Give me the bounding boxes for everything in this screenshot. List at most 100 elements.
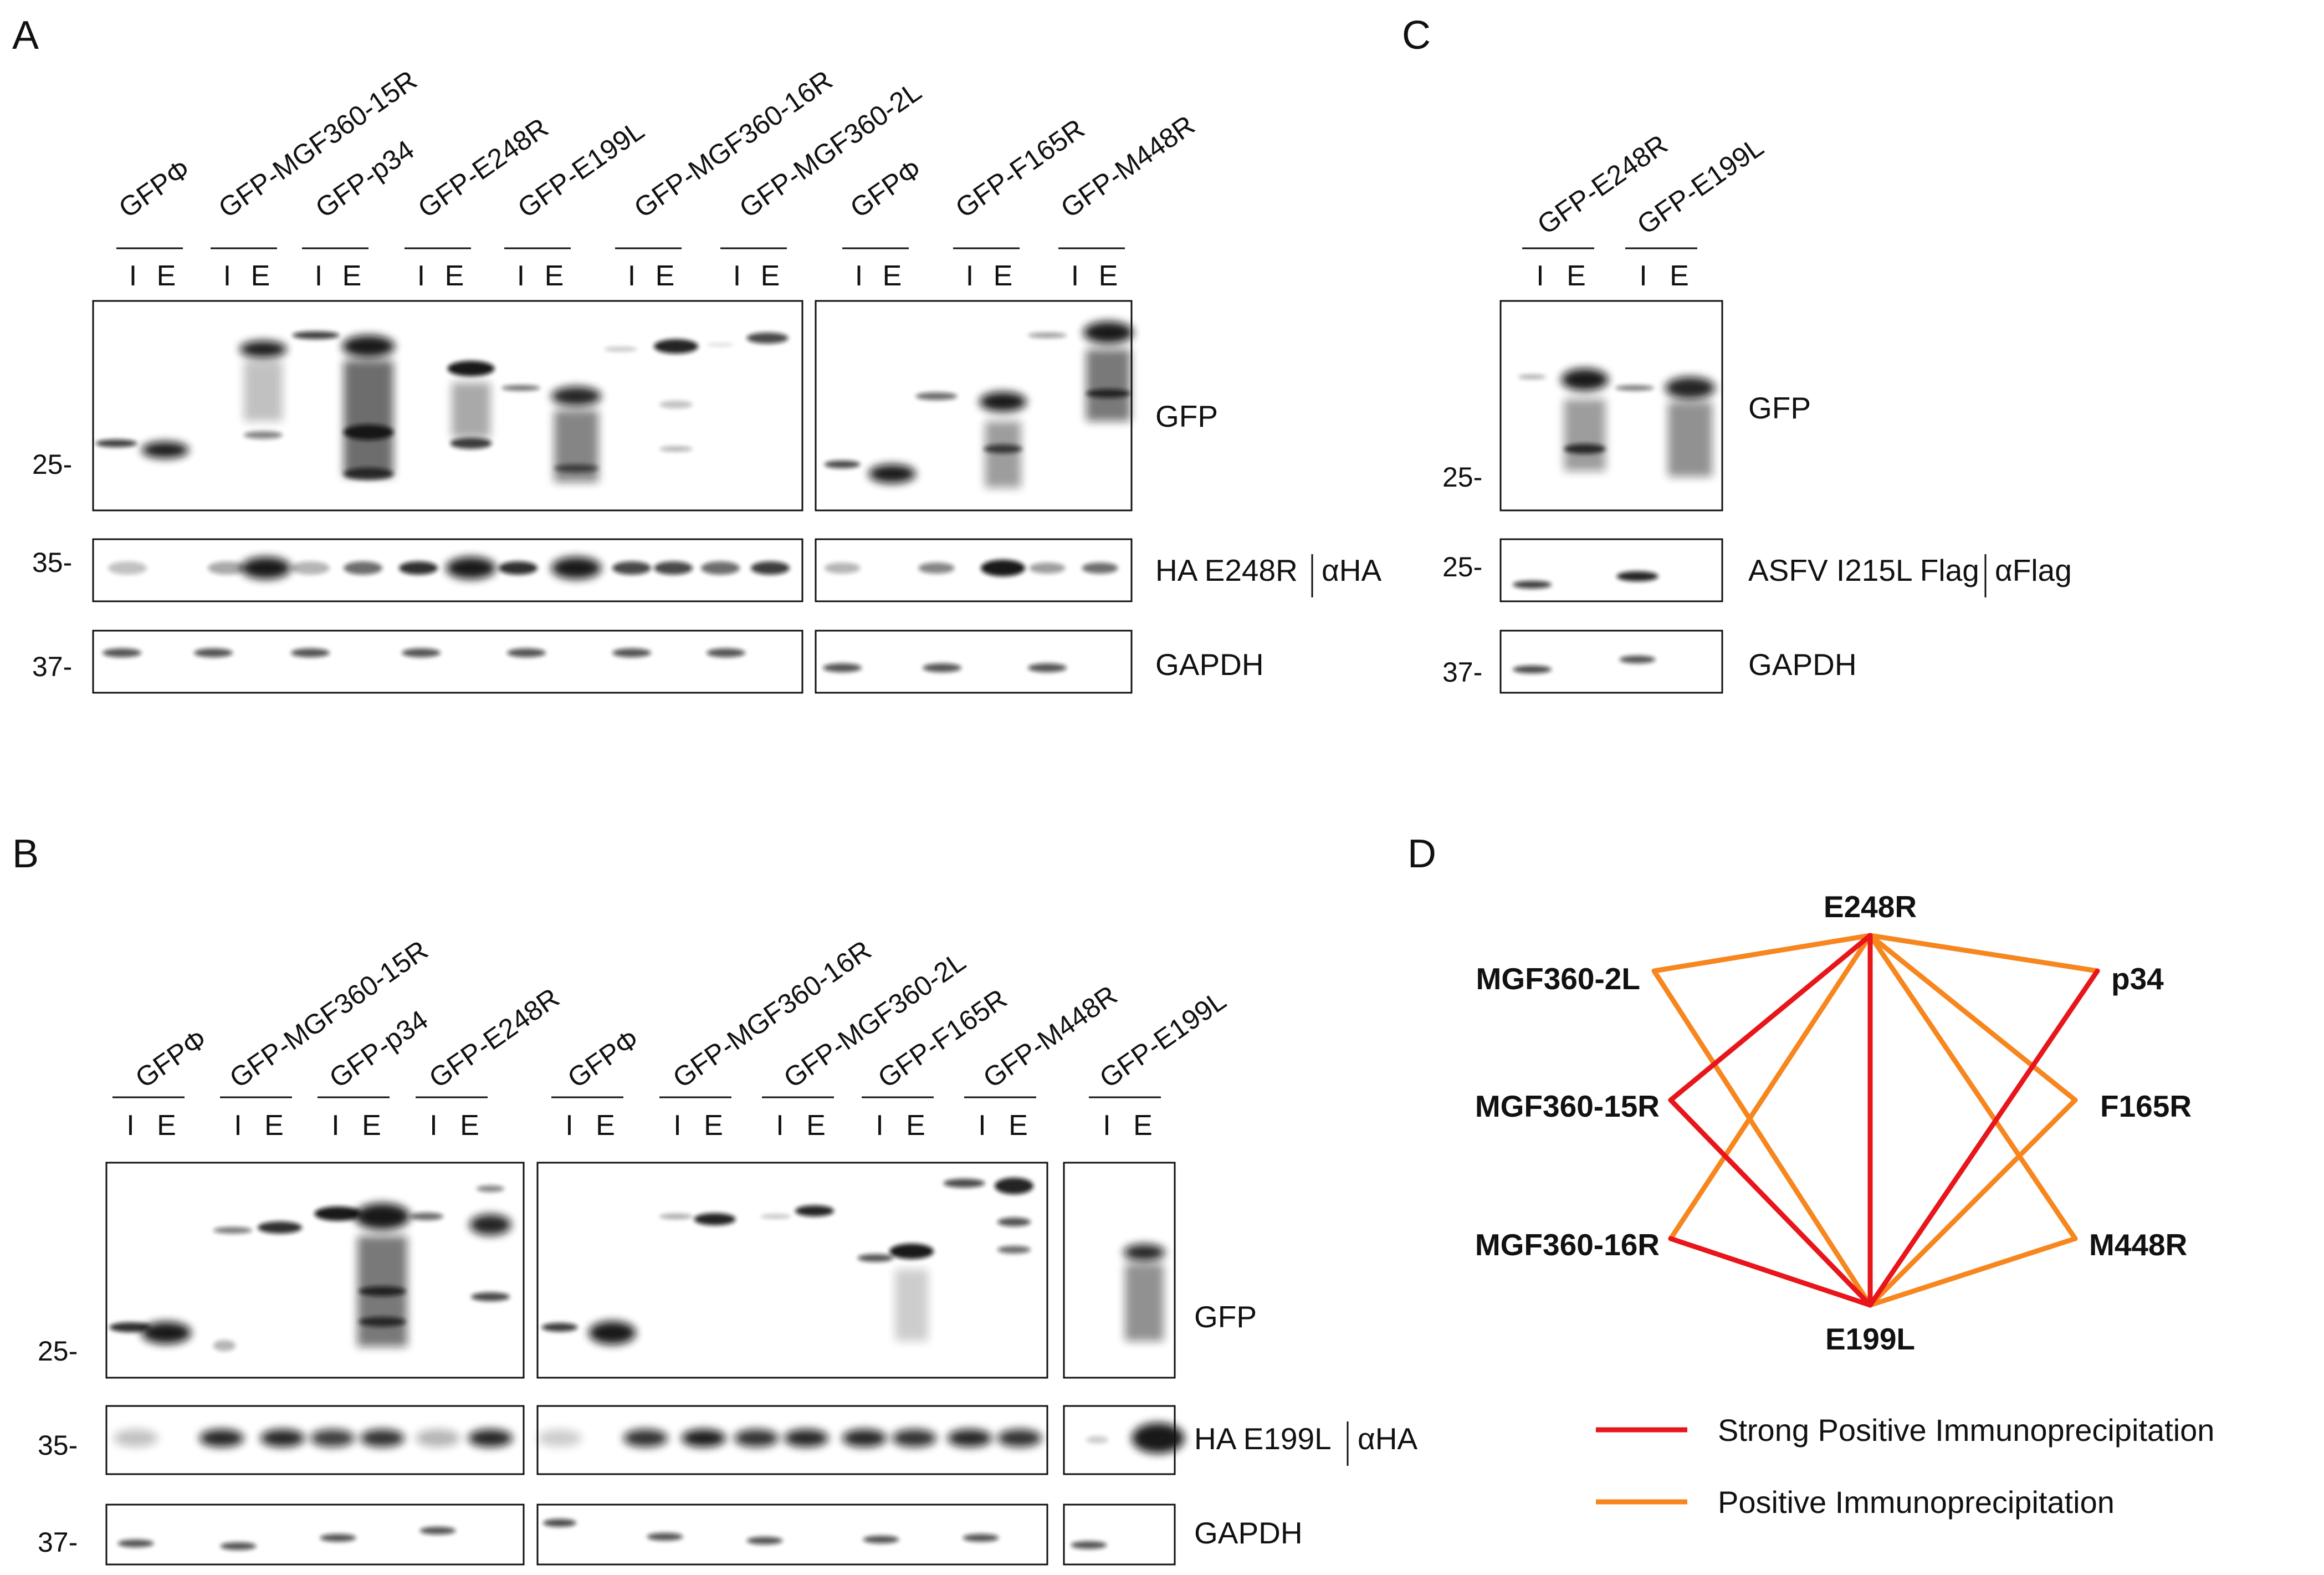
band-smear [985,421,1021,488]
band [507,648,546,657]
lane-eluate-label: E [460,1109,479,1142]
lane-eluate-label: E [264,1109,284,1142]
lane-eluate-label: E [704,1109,723,1142]
band [468,1429,513,1447]
band [659,1214,693,1219]
lane-input-label: I [776,1109,784,1142]
lane-input-label: I [223,260,231,292]
lane-input-label: I [517,260,525,292]
band [1086,1436,1108,1444]
blot-bands [95,321,1715,1550]
band [654,561,693,575]
band [360,1429,405,1447]
blot-frame [105,1405,525,1475]
lane-input-label: I [234,1109,242,1142]
band [948,1429,992,1447]
band [103,648,141,657]
band [868,464,916,483]
band [707,343,734,346]
band [604,347,637,351]
band [141,442,189,458]
lane-input-label: I [1639,260,1647,292]
band [746,333,789,344]
band [95,439,137,447]
blot-label-gapdh: GAPDH [1155,647,1264,682]
lane-eluate-label: E [1133,1109,1153,1142]
band [292,331,340,339]
band [310,1429,355,1447]
edge-e248r-p34 [1867,933,2100,974]
lane-input-label: I [978,1109,986,1142]
band [984,444,1022,453]
blot-frame [1063,1162,1176,1379]
band-smear [344,360,393,477]
node-e199l: E199L [1825,1322,1915,1356]
band [824,562,861,574]
band [355,1203,410,1230]
band [981,560,1025,576]
band [892,1429,936,1447]
band [1028,333,1067,338]
band [997,1429,1042,1447]
panel-letter-a: A [12,13,39,58]
lane-input-label: I [628,260,636,292]
lane-eluate-label: E [596,1109,615,1142]
band [471,1292,510,1301]
band [314,1206,362,1221]
blot-frames [92,247,1987,1566]
blot-frame [1499,300,1723,512]
edge-e248r-f165r [1867,933,2078,1103]
edge-e199l-mgf16r [1668,1236,1873,1308]
band [707,648,745,657]
lane-label: GFPΦ [130,1023,212,1094]
edge-e248r-mgf15r [1668,933,1873,1103]
lane-input-label: I [855,260,863,292]
lane-input-label: I [565,1109,573,1142]
band [541,1323,578,1332]
blot-frame [815,538,1133,602]
band [450,438,492,449]
band [746,1537,783,1545]
band [963,1534,999,1542]
blot-label-ha: HA E199L [1194,1421,1332,1456]
band [501,385,540,391]
mw-marker: 37- [38,1527,78,1558]
node-m448r: M448R [2089,1228,2187,1262]
panel-letter-c: C [1402,13,1431,58]
blot-label-flag: ASFV I215L Flag [1748,553,1979,587]
lane-input-label: I [1071,260,1079,292]
band [213,1227,252,1234]
node-mgf16r: MGF360-16R [1475,1228,1660,1262]
band [842,1429,887,1447]
band [612,561,651,575]
lane-eluate-label: E [656,260,675,292]
band-smear [1668,402,1712,477]
band [1616,571,1658,581]
band [1071,1541,1107,1549]
band [109,1322,151,1332]
band [359,1317,406,1327]
band-smear [895,1269,928,1341]
edge-e248r-m448r [1867,933,2078,1241]
node-mgf15r: MGF360-15R [1475,1089,1660,1123]
lane-eluate-label: E [545,260,564,292]
lane-eluate-label: E [806,1109,826,1142]
band [114,1429,158,1447]
blot-frame [536,1162,1048,1379]
band [1513,581,1552,589]
band [447,361,495,376]
mw-marker: 37- [32,651,72,682]
band-smear [1125,1264,1164,1341]
band [108,561,147,575]
lane-input-label: I [1536,260,1544,292]
mw-marker: 25- [1442,462,1482,493]
band [291,561,330,575]
band [1082,562,1118,574]
edge-e199l-m448r [1867,1236,2078,1308]
lane-label: GFPΦ [562,1023,644,1094]
band [344,468,393,480]
blot-frame [815,630,1133,694]
band [1083,321,1133,344]
blot-label-gapdh: GAPDH [1194,1516,1303,1550]
